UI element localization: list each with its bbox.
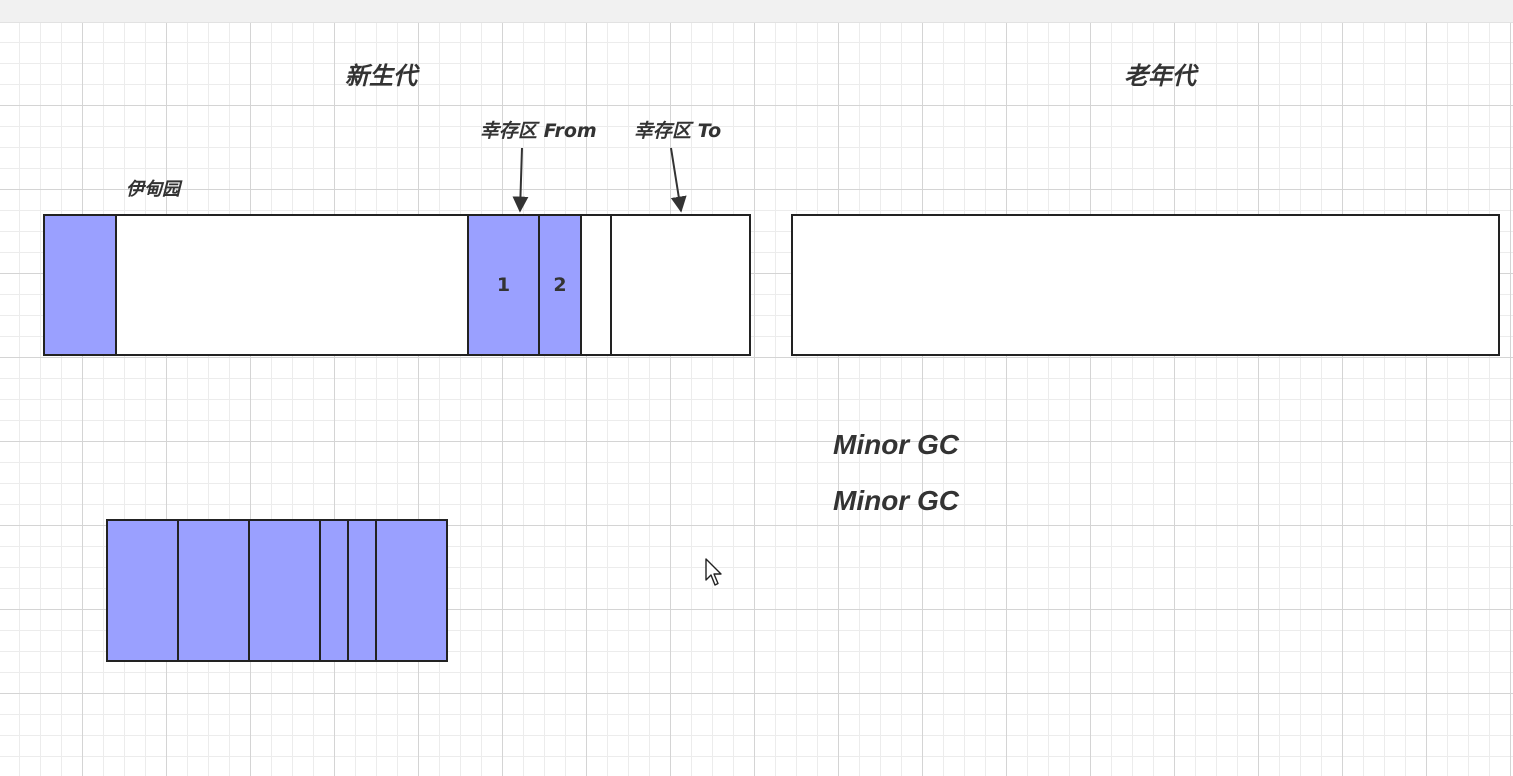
eden-label: 伊甸园 bbox=[126, 179, 180, 200]
object-block bbox=[108, 521, 179, 660]
object-number: 2 bbox=[553, 274, 567, 296]
object-number: 1 bbox=[496, 274, 511, 296]
object-block bbox=[349, 521, 377, 660]
old-generation-box[interactable] bbox=[791, 214, 1500, 356]
old-generation-title: 老年代 bbox=[1124, 62, 1196, 90]
young-generation-box[interactable]: 1 2 bbox=[43, 214, 751, 356]
survivor-from-object-1: 1 bbox=[469, 216, 540, 354]
object-block bbox=[250, 521, 321, 660]
object-block bbox=[179, 521, 250, 660]
survivor-from-object-2: 2 bbox=[540, 216, 582, 354]
minor-gc-note: Minor GC bbox=[833, 485, 959, 516]
survivor-to-label: 幸存区 To bbox=[634, 120, 722, 142]
young-generation-title: 新生代 bbox=[345, 62, 417, 90]
editor-top-bar bbox=[0, 0, 1513, 23]
minor-gc-note: Minor GC bbox=[833, 429, 959, 460]
survivor-to-space bbox=[612, 216, 749, 354]
survivor-from-free bbox=[582, 216, 612, 354]
arrow-down-icon bbox=[670, 147, 687, 213]
survivor-from-label: 幸存区 From bbox=[480, 120, 597, 142]
object-block bbox=[321, 521, 349, 660]
object-block-group[interactable] bbox=[106, 519, 448, 662]
eden-object bbox=[45, 216, 117, 354]
mouse-cursor-icon bbox=[705, 558, 722, 586]
arrow-down-icon bbox=[512, 147, 529, 213]
eden-space bbox=[117, 216, 469, 354]
object-block bbox=[377, 521, 446, 660]
diagram-canvas[interactable] bbox=[0, 23, 1513, 776]
